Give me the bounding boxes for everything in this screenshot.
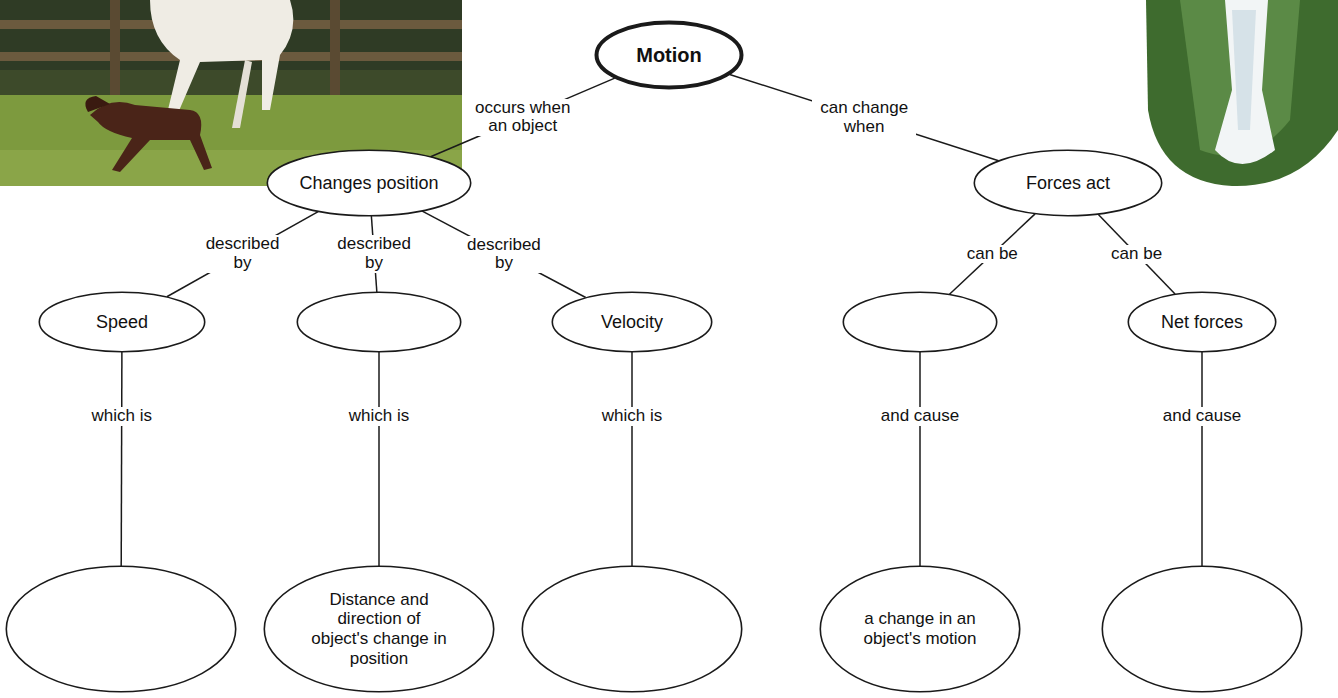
link-label: can be — [1109, 245, 1164, 264]
connector-line — [422, 211, 585, 297]
link-label: can be — [965, 245, 1020, 264]
connector-line — [378, 352, 380, 566]
link-label: and cause — [879, 407, 961, 426]
concept-ellipse: Speed — [38, 291, 206, 353]
concept-ellipse: Net forces — [1127, 291, 1277, 353]
concept-text: Velocity — [601, 312, 663, 333]
connector-line — [1098, 214, 1175, 294]
main-concept-ellipse: Motion — [594, 20, 744, 90]
concept-ellipse — [842, 291, 998, 353]
ellipse-outline — [5, 565, 237, 693]
link-label: which is — [89, 407, 153, 426]
connector-line — [431, 78, 615, 157]
connector-line — [730, 74, 999, 160]
concept-text: Speed — [96, 312, 148, 333]
link-label: described by — [201, 235, 285, 272]
concept-text: Motion — [636, 44, 702, 67]
concept-ellipse — [296, 291, 462, 353]
connector-line — [950, 214, 1036, 294]
ellipse-outline — [1101, 565, 1303, 693]
link-label: can change when — [812, 99, 916, 136]
concept-text: a change in an object's motion — [850, 609, 990, 648]
concept-ellipse — [1101, 565, 1303, 693]
concept-ellipse — [521, 565, 743, 693]
connector-line — [1201, 352, 1203, 566]
ellipse-outline — [521, 565, 743, 693]
connector-line — [120, 352, 122, 566]
concept-ellipse: Changes position — [266, 149, 472, 217]
link-label: described by — [462, 236, 546, 273]
link-label: and cause — [1161, 407, 1243, 426]
link-label: described by — [332, 235, 416, 272]
link-label: occurs when an object — [466, 99, 580, 136]
concept-text: Changes position — [299, 173, 438, 194]
link-label: which is — [600, 407, 664, 426]
concept-ellipse: Velocity — [551, 291, 713, 353]
concept-text: Forces act — [1026, 173, 1110, 194]
connector-line — [919, 352, 921, 566]
connector-line — [631, 352, 633, 566]
concept-ellipse: a change in an object's motion — [819, 565, 1021, 693]
concept-text: Distance and direction of object's chang… — [309, 590, 449, 668]
concept-text: Net forces — [1161, 312, 1243, 333]
waterfall-photo — [1146, 0, 1338, 186]
connector-line — [167, 212, 318, 297]
ellipse-outline — [296, 291, 462, 353]
concept-ellipse: Forces act — [973, 149, 1163, 217]
concept-ellipse — [5, 565, 237, 693]
ellipse-outline — [842, 291, 998, 353]
concept-ellipse: Distance and direction of object's chang… — [263, 565, 495, 693]
link-label: which is — [347, 407, 411, 426]
